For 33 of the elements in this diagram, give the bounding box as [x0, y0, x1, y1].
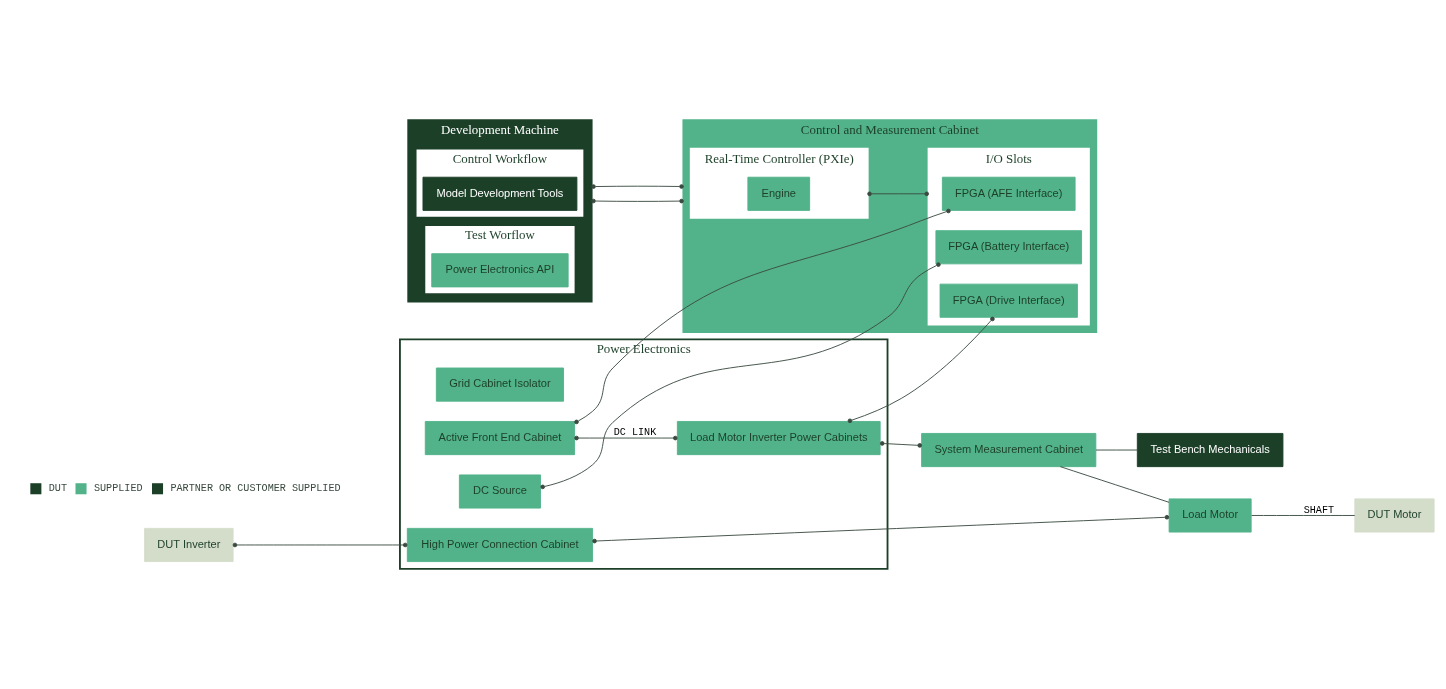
- node-box: FPGA (Drive Interface): [939, 283, 1078, 318]
- node-box: System Measurement Cabinet: [921, 433, 1097, 468]
- legend-label: PARTNER OR CUSTOMER SUPPLIED: [170, 483, 341, 495]
- connector: [1059, 466, 1170, 503]
- connector: [591, 184, 684, 189]
- edge-label: DC LINK: [613, 427, 657, 439]
- connector: [1095, 449, 1138, 451]
- node-box: DC Source: [458, 474, 541, 509]
- connector: [879, 441, 923, 448]
- connector: [232, 542, 408, 548]
- node-box: Power Electronics API: [431, 253, 569, 288]
- node-box: Grid Cabinet Isolator: [435, 367, 564, 402]
- connector: [592, 514, 1170, 544]
- legend-label: DUT: [48, 483, 67, 495]
- node-box: High Power Connection Cabinet: [406, 527, 594, 563]
- connector: [574, 208, 951, 425]
- connector: [867, 191, 929, 197]
- node-box: Load Motor: [1168, 498, 1252, 533]
- connector: [540, 262, 941, 490]
- node-box: DUT Motor: [1354, 498, 1435, 533]
- node-box: DUT Inverter: [144, 527, 234, 563]
- node-box: Active Front End Cabinet: [424, 421, 576, 456]
- connector: [1251, 515, 1356, 516]
- node-box: Model Development Tools: [422, 176, 578, 211]
- connector: [847, 316, 995, 424]
- edge-label: SHAFT: [1303, 504, 1335, 516]
- node-box: Load Motor Inverter Power Cabinets: [676, 421, 881, 456]
- node-box: Test Bench Mechanicals: [1136, 433, 1284, 468]
- node-box: Engine: [747, 176, 811, 211]
- connector: [574, 435, 678, 441]
- connector: [591, 198, 684, 204]
- node-box: FPGA (AFE Interface): [941, 176, 1076, 211]
- legend-label: SUPPLIED: [93, 483, 143, 495]
